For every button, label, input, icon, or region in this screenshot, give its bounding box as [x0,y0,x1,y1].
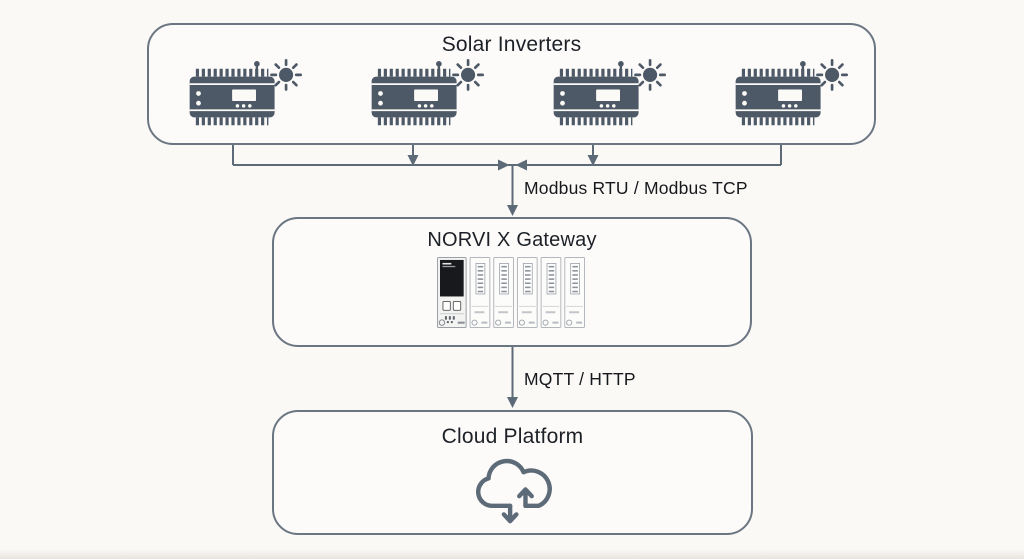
solar-inverter-icon [187,58,302,136]
arrow-down-icon [587,155,599,166]
mqtt-connection-label: MQTT / HTTP [524,369,636,389]
bottom-fade [0,549,1024,559]
cloud-platform-title: Cloud Platform [441,425,584,448]
solar-inverter-icon [551,58,666,136]
solar-inverter-icon [733,58,848,136]
norvi-x-gateway-device-icon [437,257,587,330]
modbus-connection-label: Modbus RTU / Modbus TCP [524,178,748,198]
arrow-right-icon [498,159,510,171]
arrow-down-icon [507,397,518,408]
node-cloud-platform: Cloud Platform [272,410,753,535]
cloud-sync-icon [465,450,561,527]
arrow-left-icon [515,159,527,171]
solar-inverter-icon [369,58,484,136]
solar-inverters-title: Solar Inverters [441,33,582,56]
node-solar-inverters: Solar Inverters [147,23,876,145]
arrow-down-icon [507,205,518,216]
gateway-title: NORVI X Gateway [427,229,597,251]
node-norvi-x-gateway: NORVI X Gateway [272,217,752,347]
arrow-down-icon [407,155,419,166]
inverter-icon-row [149,58,874,136]
